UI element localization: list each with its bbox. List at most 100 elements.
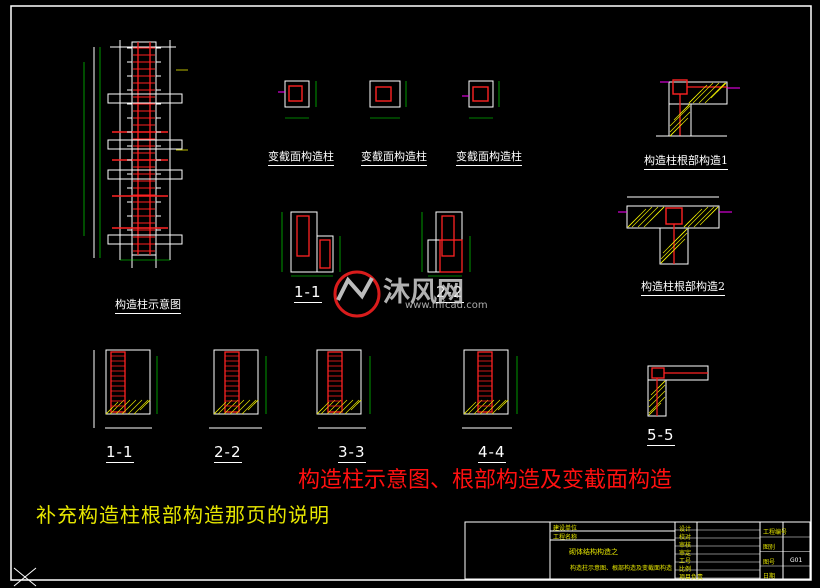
lower-section-2-2-title: 2-2 <box>214 443 242 463</box>
tb-col-label: 比例 <box>679 566 692 573</box>
watermark-text: 沐风网 <box>383 277 464 308</box>
root-detail-2 <box>618 196 732 265</box>
beam-hatch <box>711 206 719 214</box>
footing-hatch <box>109 399 125 415</box>
root-detail-1-title: 构造柱根部构造1 <box>644 152 728 170</box>
beam-hatch <box>722 82 727 87</box>
footing-hatch <box>473 399 489 415</box>
handwritten-note: 补充构造柱根部构造那页的说明 <box>36 503 330 527</box>
upper-section-2-2 <box>421 211 471 277</box>
section-5-5 <box>647 365 709 417</box>
footing-hatch <box>121 399 137 415</box>
section-5-5-title: 5-5 <box>647 426 675 446</box>
footing-hatch <box>133 399 149 415</box>
footing-hatch <box>338 399 354 415</box>
wall-hatch <box>669 105 691 127</box>
tb-right-label: 图号 <box>763 559 776 566</box>
main-title: 构造柱示意图、根部构造及变截面构造 <box>298 468 673 493</box>
lower-sections-stirrups <box>111 355 492 407</box>
drawing-frame <box>10 5 812 581</box>
root-detail-2-hatch <box>627 206 719 264</box>
footing-hatch <box>326 399 342 415</box>
lower-section-1-1-title: 1-1 <box>106 443 134 463</box>
beam-hatch <box>692 82 714 104</box>
variable-section-2-title: 变截面构造柱 <box>361 148 427 166</box>
beam-hatch <box>688 84 708 104</box>
beam-hatch <box>693 206 715 228</box>
upper-section-1-1 <box>281 211 341 277</box>
footing-hatch <box>241 399 257 415</box>
column-elevation-diagram <box>83 40 188 268</box>
footing-hatch <box>503 399 509 405</box>
lower-section-1-1 <box>93 349 158 429</box>
beam-hatch <box>698 82 720 104</box>
tb-right-label: 图别 <box>763 544 776 551</box>
footing-hatch <box>223 399 239 415</box>
tb-project-name-label: 工程名称 <box>553 534 578 541</box>
wall-hatch <box>660 238 686 264</box>
beam-hatch <box>631 206 653 228</box>
footing-hatch <box>217 399 233 415</box>
lower-section-4-4-title: 4-4 <box>478 443 506 463</box>
lower-section-4-4 <box>462 349 518 429</box>
tb-col-label: 设计 <box>679 526 692 533</box>
tb-col-label: 审定 <box>679 550 692 557</box>
column-diagram-title: 构造柱示意图 <box>115 296 181 314</box>
title-block <box>464 521 811 580</box>
tb-right-label: 工程编号 <box>763 529 788 536</box>
footing-hatch <box>320 399 336 415</box>
lower-section-3-3-title: 3-3 <box>338 443 366 463</box>
variable-section-3-title: 变截面构造柱 <box>456 148 522 166</box>
wall-hatch <box>669 111 691 133</box>
variable-section-3 <box>462 80 500 119</box>
variable-section-2 <box>369 80 407 119</box>
footing-hatch <box>253 399 259 405</box>
watermark-logo-icon <box>333 270 381 318</box>
beam-hatch <box>683 208 703 228</box>
footing-hatch <box>235 399 251 415</box>
tb-drawing-title-2: 构造柱示意图、根部构造及变截面构造 <box>570 565 673 572</box>
footing-hatch <box>115 399 131 415</box>
wall-hatch <box>680 228 688 236</box>
tb-project-label: 建设单位 <box>553 525 578 532</box>
lower-section-3-3 <box>316 349 371 429</box>
root-detail-2-title: 构造柱根部构造2 <box>641 278 725 296</box>
tb-col-label: 审核 <box>679 542 692 549</box>
beam-hatch <box>687 206 709 228</box>
footing-hatch <box>229 399 245 415</box>
wall-hatch <box>669 117 689 137</box>
footing-hatch <box>105 401 119 415</box>
footing-hatch <box>213 401 227 415</box>
upper-section-1-1-title: 1-1 <box>294 283 322 303</box>
tb-right-label: 日期 <box>763 573 776 580</box>
column-rebar-ladder <box>127 47 161 252</box>
footing-hatch <box>463 401 477 415</box>
root-detail-1-hatch <box>669 82 727 137</box>
beam-hatch <box>661 206 665 210</box>
tb-drawing-title-1: 砌体结构构造之 <box>569 548 618 556</box>
beam-hatch <box>704 82 726 104</box>
footing-hatch <box>491 399 507 415</box>
footing-hatch <box>344 399 360 415</box>
beam-hatch <box>627 208 647 228</box>
upper-section-2-2-title: 2-2 <box>436 283 464 303</box>
wall-hatch <box>685 103 691 109</box>
variable-section-1 <box>278 80 317 119</box>
footing-hatch <box>479 399 495 415</box>
footing-hatch <box>356 399 362 405</box>
title-block-rows <box>675 529 810 579</box>
tb-sheet-no: G01 <box>790 557 803 564</box>
footing-hatch <box>316 401 330 415</box>
variable-section-1-title: 变截面构造柱 <box>268 148 334 166</box>
beam-hatch <box>637 206 659 228</box>
wall-hatch <box>660 232 688 260</box>
wall-hatch <box>662 380 666 384</box>
root-detail-1 <box>656 79 740 137</box>
tb-col-label: 校对 <box>679 534 692 541</box>
tb-col-label: 项目负责 <box>679 574 704 581</box>
footing-hatch <box>332 399 348 415</box>
footing-hatch <box>127 399 143 415</box>
ucs-axis-icon <box>13 567 37 587</box>
lower-sections-hatch <box>105 380 666 416</box>
